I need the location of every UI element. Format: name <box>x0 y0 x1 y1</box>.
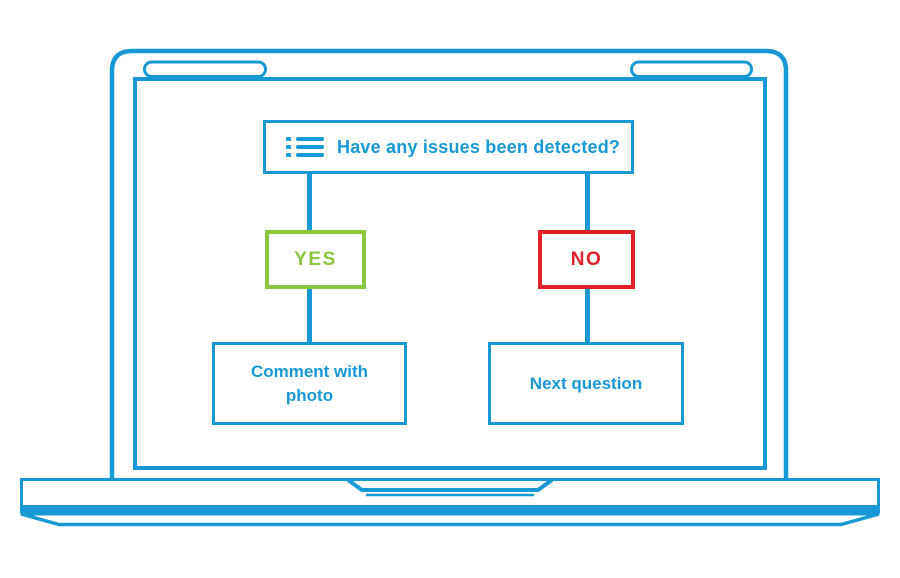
connector-question-to-yes <box>307 171 312 232</box>
no-label: NO <box>570 248 603 270</box>
question-node: Have any issues been detected? <box>263 120 634 174</box>
laptop-lid <box>109 48 789 479</box>
next-question-label: Next question <box>529 373 643 393</box>
yes-label: YES <box>294 248 337 270</box>
comment-with-photo-label: Comment with photo <box>250 361 369 405</box>
laptop-notch <box>346 478 554 492</box>
connector-yes-to-comment <box>307 286 312 344</box>
yes-node: YES <box>265 230 366 289</box>
speaker-pill-left <box>143 60 267 78</box>
question-label: Have any issues been detected? <box>337 136 621 157</box>
list-icon <box>286 136 324 158</box>
laptop-base-outline <box>20 478 880 507</box>
speaker-pill-right <box>630 60 753 78</box>
connector-no-to-next <box>585 286 590 344</box>
next-question-node: Next question <box>488 342 684 425</box>
laptop-base-bottom-edge <box>20 505 880 516</box>
laptop-front-lip <box>20 512 880 527</box>
no-node: NO <box>538 230 635 289</box>
comment-with-photo-node: Comment with photo <box>212 342 407 425</box>
connector-question-to-no <box>585 171 590 232</box>
